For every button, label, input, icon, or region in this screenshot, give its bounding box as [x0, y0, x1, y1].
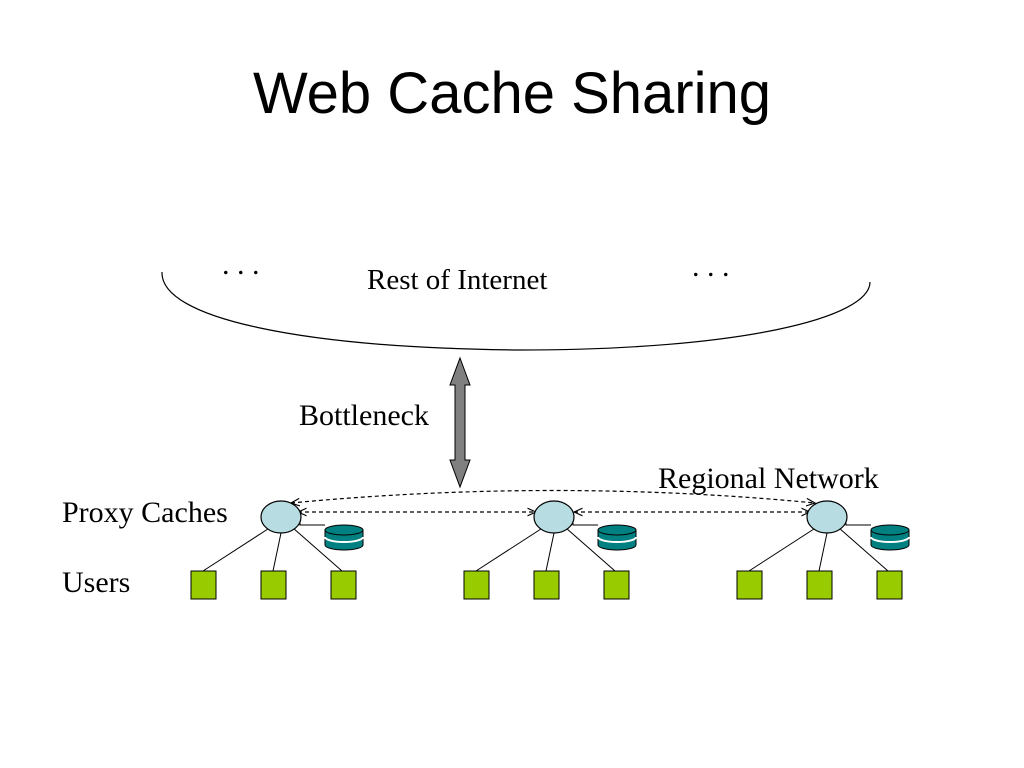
- user-node: [736, 570, 763, 600]
- user-node: [533, 570, 560, 600]
- cluster-2: [463, 500, 637, 600]
- peer-link-outer: [291, 489, 815, 504]
- regional-network-label: Regional Network: [658, 462, 879, 495]
- users-label: Users: [62, 566, 130, 599]
- cache-disk-icon: [597, 524, 637, 551]
- cache-disk-icon: [870, 524, 910, 551]
- user-node: [260, 570, 287, 600]
- internet-label: Rest of Internet: [367, 264, 547, 296]
- bottleneck-label: Bottleneck: [299, 399, 429, 432]
- proxy-cache-node: [533, 500, 575, 534]
- user-node: [330, 570, 357, 600]
- user-node: [190, 570, 217, 600]
- proxy-cache-node: [806, 500, 848, 534]
- ellipsis-left: . . .: [222, 248, 260, 281]
- cluster-3: [736, 500, 910, 600]
- user-node: [876, 570, 903, 600]
- user-node: [463, 570, 490, 600]
- ellipsis-right: . . .: [692, 250, 730, 283]
- user-node: [806, 570, 833, 600]
- proxy-caches-label: Proxy Caches: [62, 496, 228, 529]
- slide-title: Web Cache Sharing: [252, 61, 771, 126]
- proxy-cache-node: [260, 500, 302, 534]
- cluster-1: [190, 500, 364, 600]
- internet-arc: [161, 271, 871, 351]
- bottleneck-arrow: [449, 356, 471, 489]
- user-node: [603, 570, 630, 600]
- cache-disk-icon: [324, 524, 364, 551]
